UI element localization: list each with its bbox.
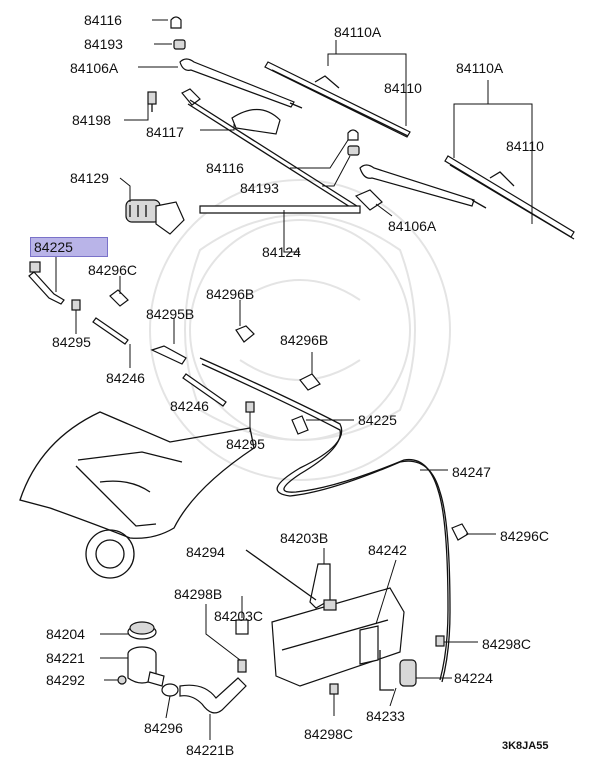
label-84296c: 84296C <box>88 262 138 278</box>
hose-84246-b <box>182 373 227 407</box>
washer-nozzle-left <box>28 256 65 305</box>
label-84110a-top: 84110A <box>334 24 382 40</box>
wiper-arm-right <box>359 164 487 209</box>
washer-tank-84242 <box>271 559 405 687</box>
label-84225-b: 84225 <box>358 412 397 428</box>
cap-84116 <box>170 16 182 29</box>
diagram-code: 3K8JA55 <box>502 740 549 752</box>
label-84298c-b: 84298C <box>304 726 354 742</box>
label-84225-highlighted[interactable]: 84225 <box>30 237 108 257</box>
label-84296c-b: 84296C <box>500 528 550 544</box>
nut-84193-b <box>347 145 360 156</box>
label-84296: 84296 <box>144 720 183 736</box>
leader-lines <box>119 19 533 253</box>
label-84221: 84221 <box>46 650 85 666</box>
label-84298b: 84298B <box>174 586 223 602</box>
connector-84225-b <box>291 415 354 435</box>
label-84292: 84292 <box>46 672 85 688</box>
label-84106a-right: 84106A <box>388 218 437 234</box>
clamp-84292 <box>104 675 127 685</box>
label-84295-b: 84295 <box>226 436 265 452</box>
label-84221b: 84221B <box>186 742 235 758</box>
clamp-84296 <box>161 683 179 719</box>
bracket-84203c <box>235 596 249 635</box>
wiper-linkage <box>181 88 383 214</box>
nut-84193 <box>173 39 186 50</box>
wiper-blade-left <box>264 61 411 138</box>
cap-84204 <box>100 621 157 640</box>
label-84117: 84117 <box>146 124 184 140</box>
clip-84296c-b <box>451 523 496 541</box>
label-84294: 84294 <box>186 544 225 560</box>
connector-84295b <box>150 318 187 365</box>
pump-84221 <box>100 646 165 687</box>
label-84198: 84198 <box>72 112 111 128</box>
label-84110a-right: 84110A <box>456 60 504 76</box>
label-84247: 84247 <box>452 464 491 480</box>
label-84246-b: 84246 <box>170 398 209 414</box>
clip-84296c <box>109 276 129 307</box>
label-84116-b: 84116 <box>206 160 244 176</box>
label-84242: 84242 <box>368 542 407 558</box>
bolt-84298b <box>205 604 247 673</box>
label-84203c: 84203C <box>214 608 264 624</box>
label-84116: 84116 <box>84 12 122 28</box>
bolt-84298c-b <box>329 683 339 716</box>
label-84110-right: 84110 <box>506 138 544 154</box>
label-84129: 84129 <box>70 170 109 186</box>
label-84193-b: 84193 <box>240 180 279 196</box>
grommet-84233 <box>389 687 397 707</box>
label-84295b: 84295B <box>146 306 195 322</box>
hose-84221b <box>179 677 247 740</box>
label-84295-a: 84295 <box>52 334 91 350</box>
hose-84246-a <box>92 317 131 368</box>
label-84110-top: 84110 <box>384 80 422 96</box>
cap-84116-b <box>347 129 359 141</box>
joint-84295 <box>71 299 81 334</box>
label-84204: 84204 <box>46 626 85 642</box>
bracket-84203b <box>309 548 331 609</box>
pump-84224 <box>379 650 452 691</box>
label-84233: 84233 <box>366 708 405 724</box>
label-84106a-left: 84106A <box>70 60 119 76</box>
label-84193: 84193 <box>84 36 123 52</box>
main-hose-84247 <box>199 357 451 683</box>
label-84246-a: 84246 <box>106 370 145 386</box>
label-84296b-a: 84296B <box>206 286 255 302</box>
label-84224: 84224 <box>454 670 493 686</box>
wiper-motor <box>125 199 185 235</box>
clip-84296b-a <box>235 300 255 343</box>
clip-84296b-b <box>299 352 321 391</box>
label-84203b: 84203B <box>280 530 329 546</box>
bolt-84198 <box>147 91 157 112</box>
label-84296b-b: 84296B <box>280 332 329 348</box>
label-84298c-a: 84298C <box>482 636 532 652</box>
wiper-arm-left <box>179 58 303 109</box>
label-84124: 84124 <box>262 244 301 260</box>
car-outline <box>19 411 255 579</box>
filler-84294 <box>245 549 337 611</box>
bolt-84298c <box>435 635 478 647</box>
